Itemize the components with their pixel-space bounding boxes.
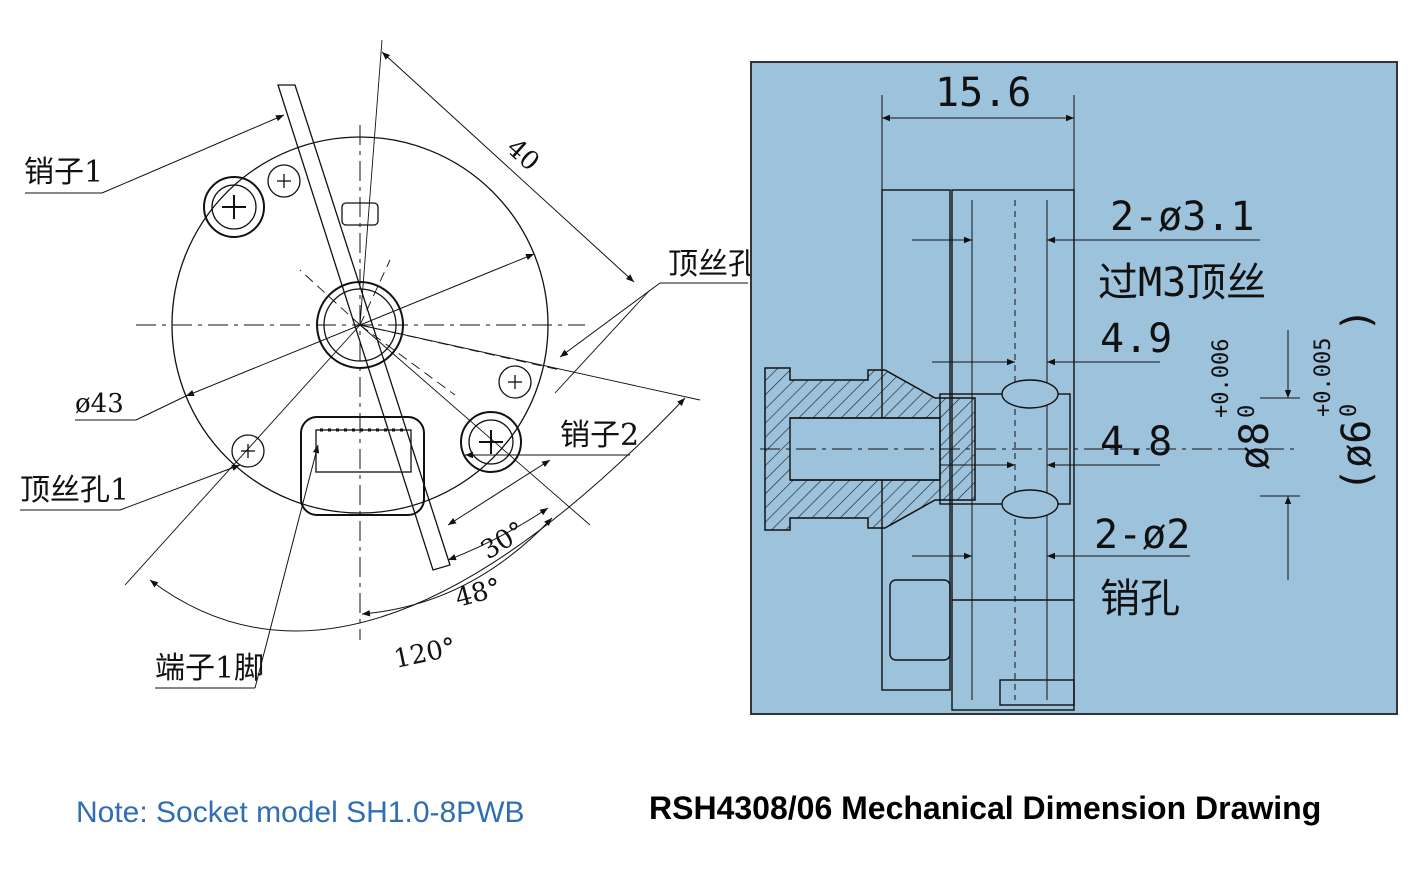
dim-hole-2: 2-ø2 (1094, 512, 1190, 558)
dim-hole-2-note: 销孔 (1100, 576, 1180, 622)
top-screw-small (267, 164, 301, 198)
front-view (20, 39, 748, 689)
dim-depth-4-9: 4.9 (1100, 316, 1172, 362)
marking-symbol (341, 202, 379, 226)
dim-depth-4-8: 4.8 (1100, 419, 1172, 465)
dim-diameter-8-tol-lower: 0 (1235, 405, 1260, 418)
lower-component (889, 579, 951, 661)
dim-diameter-8: ø8 (1232, 422, 1278, 470)
dim-diameter-43: ø43 (75, 389, 124, 419)
dim-diameter-6: (ø6 (1334, 420, 1380, 492)
label-set-screw-hole-1: 顶丝孔1 (20, 473, 129, 508)
dim-angle-48: 48° (452, 573, 504, 614)
dim-diameter-6-tol-upper: +0.005 (1311, 338, 1336, 417)
drawing-title: RSH4308/06 Mechanical Dimension Drawing (649, 790, 1322, 826)
label-set-screw-hole: 顶丝孔 (668, 247, 758, 282)
dim-diameter-6-tol-lower: 0 (1337, 404, 1362, 417)
side-section-view (750, 61, 1398, 715)
label-pin-1: 销子1 (24, 155, 103, 190)
dim-hole-3-1: 2-ø3.1 (1110, 194, 1255, 240)
dim-hole-3-1-note: 过M3顶丝 (1098, 260, 1266, 306)
dim-diameter-8-tol-upper: +0.006 (1209, 339, 1234, 418)
socket-note: Note: Socket model SH1.0-8PWB (76, 796, 525, 829)
dim-length-40: 40 (500, 133, 545, 177)
dim-diameter-6-close: ) (1334, 308, 1380, 332)
dim-width-15-6: 15.6 (935, 70, 1031, 116)
dim-angle-120: 120° (391, 632, 459, 674)
label-pin-2: 销子2 (560, 418, 639, 453)
label-terminal-pin-1: 端子1脚 (155, 651, 264, 686)
pin-1-screw (203, 176, 265, 238)
connector-socket (300, 416, 425, 516)
